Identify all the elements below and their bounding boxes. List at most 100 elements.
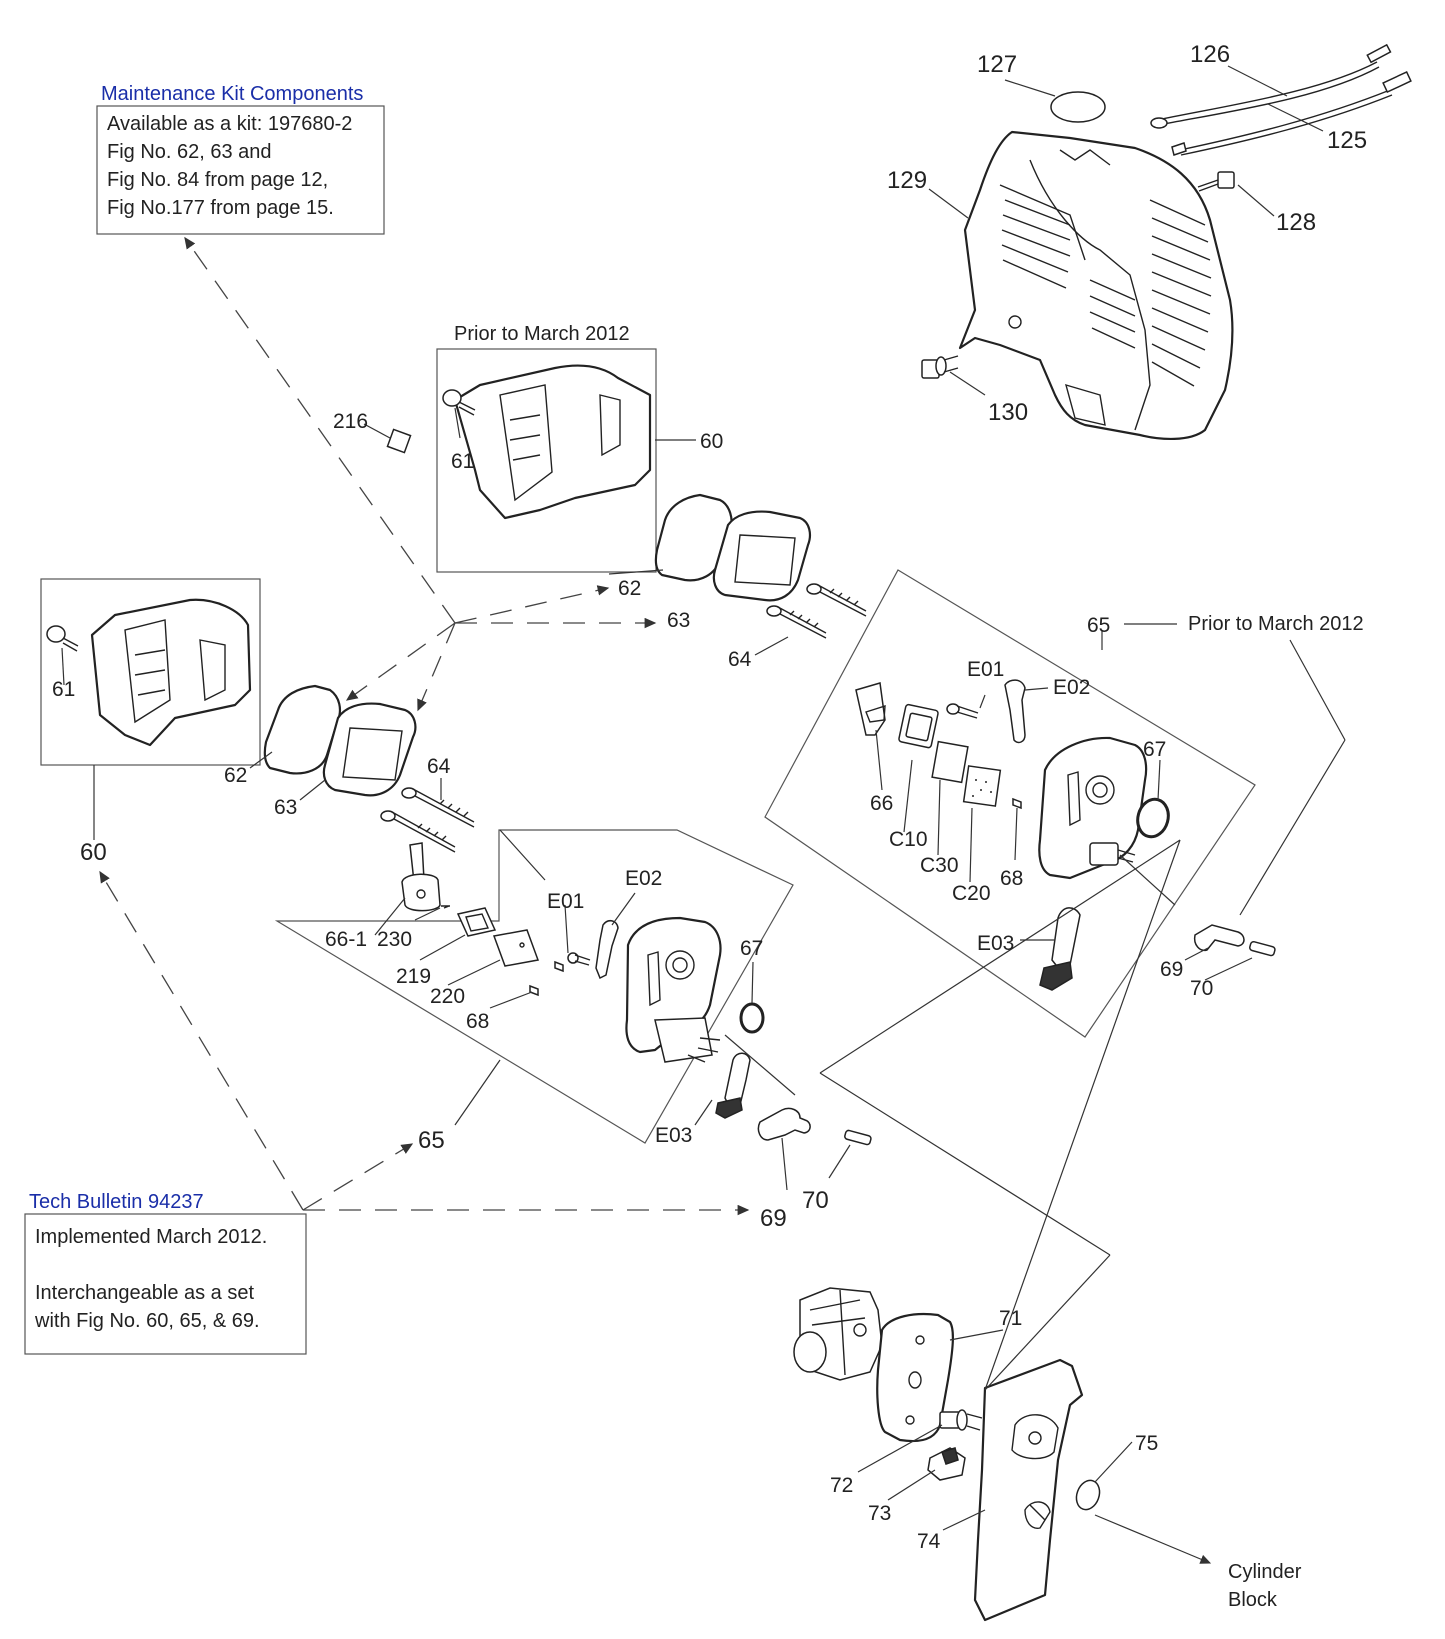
label-67-right: 67	[1143, 738, 1166, 761]
tech-bulletin-line-1: Implemented March 2012.	[35, 1226, 267, 1248]
label-68-right: 68	[1000, 867, 1023, 890]
element-c30	[931, 740, 969, 784]
filter-elements-upper	[654, 493, 867, 639]
bolts-64-lower	[380, 787, 475, 853]
cover-screw-130	[921, 355, 959, 379]
label-220: 220	[430, 985, 465, 1008]
label-e02-right: E02	[1053, 676, 1090, 699]
maintenance-kit-line-1: Available as a kit: 197680-2	[107, 113, 352, 135]
label-65-lower: 65	[418, 1127, 445, 1154]
bolts-64-upper	[766, 583, 867, 639]
air-cleaner-box-new	[40, 578, 261, 766]
element-219	[456, 907, 497, 937]
label-62-upper: 62	[618, 577, 641, 600]
bolt-72	[939, 1409, 983, 1431]
lever-e02-right	[1004, 679, 1026, 744]
screw-e01-right	[946, 703, 979, 719]
cylinder-block-line-2: Block	[1228, 1589, 1278, 1611]
tech-bulletin-line-3: Interchangeable as a set	[35, 1282, 254, 1304]
label-216: 216	[333, 410, 368, 433]
label-74: 74	[917, 1530, 941, 1553]
filter-63-upper	[712, 510, 811, 602]
label-71: 71	[999, 1307, 1022, 1330]
label-219: 219	[396, 965, 431, 988]
label-72: 72	[830, 1474, 853, 1497]
gasket-216	[386, 428, 412, 454]
label-61-top: 61	[451, 450, 474, 473]
clip-73	[927, 1447, 966, 1481]
label-66-1: 66-1	[325, 928, 367, 951]
tech-bulletin-line-4: with Fig No. 60, 65, & 69.	[34, 1310, 260, 1332]
label-69-lower: 69	[760, 1205, 787, 1232]
prior-caption-top: Prior to March 2012	[454, 323, 630, 345]
label-70-lower: 70	[802, 1187, 829, 1214]
element-220	[492, 929, 540, 967]
pipe-69-lower	[757, 1107, 811, 1141]
plate-c20	[962, 765, 1002, 807]
screw-e01-lower	[567, 952, 591, 966]
air-cleaner-box-old: Prior to March 2012	[436, 323, 657, 573]
label-c10: C10	[889, 828, 928, 851]
screw-68-lower	[529, 984, 539, 997]
engine-cover	[958, 130, 1234, 441]
label-130: 130	[988, 399, 1028, 426]
label-e03-lower: E03	[655, 1124, 692, 1147]
label-75: 75	[1135, 1432, 1158, 1455]
tech-bulletin-note: Tech Bulletin 94237 Implemented March 20…	[24, 1191, 307, 1355]
label-64-lower: 64	[427, 755, 451, 778]
cover-screw-128	[1197, 171, 1235, 192]
maintenance-kit-line-2: Fig No. 62, 63 and	[107, 141, 272, 163]
filter-elements-lower	[263, 684, 475, 853]
label-125: 125	[1327, 127, 1367, 154]
label-e03-right: E03	[977, 932, 1014, 955]
label-61-left: 61	[52, 678, 75, 701]
o-ring-67-lower	[739, 1002, 765, 1034]
label-64-upper: 64	[728, 648, 752, 671]
label-63-upper: 63	[667, 609, 690, 632]
maintenance-kit-title: Maintenance Kit Components	[101, 83, 363, 105]
label-69-right: 69	[1160, 958, 1183, 981]
label-63-lower: 63	[274, 796, 297, 819]
label-73: 73	[868, 1502, 891, 1525]
filter-63-lower	[322, 702, 417, 797]
label-128: 128	[1276, 209, 1316, 236]
lever-e03-lower	[715, 1052, 751, 1119]
maintenance-kit-line-3: Fig No. 84 from page 12,	[107, 169, 328, 191]
label-e02-lower: E02	[625, 867, 662, 890]
engine-cover-group	[921, 43, 1412, 441]
label-70-right: 70	[1190, 977, 1213, 1000]
maintenance-kit-note: Maintenance Kit Components Available as …	[96, 83, 385, 235]
part-leaders	[61, 65, 1346, 1564]
new-adapter-frame	[274, 829, 794, 1144]
adapter-assembly-old: Prior to March 2012	[764, 569, 1364, 1038]
cover-vents	[1001, 199, 1212, 426]
label-disc	[1050, 91, 1106, 123]
adapter-65-old	[1038, 736, 1148, 880]
label-230: 230	[377, 928, 412, 951]
label-66: 66	[870, 792, 893, 815]
maintenance-kit-box	[96, 105, 385, 235]
label-e01-lower: E01	[547, 890, 584, 913]
label-62-lower: 62	[224, 764, 247, 787]
case-bolt-61-left	[46, 625, 79, 652]
heat-plate-74	[973, 1358, 1084, 1622]
label-e01-right: E01	[967, 658, 1004, 681]
gasket-75	[1075, 1479, 1101, 1511]
lever-e02-lower	[595, 920, 619, 980]
dashed-leaders	[99, 236, 750, 1216]
tech-bulletin-box	[24, 1213, 307, 1355]
label-c30: C30	[920, 854, 959, 877]
label-126: 126	[1190, 41, 1230, 68]
case-bolt-61-top	[442, 389, 476, 416]
label-68-lower: 68	[466, 1010, 489, 1033]
prior-caption-right: Prior to March 2012	[1188, 613, 1364, 635]
part-number-labels: 127 126 125 129 128 130 216 61 60 62 63 …	[52, 41, 1367, 1611]
label-c20: C20	[952, 882, 991, 905]
screw-68-right	[1012, 797, 1022, 810]
label-60-left: 60	[80, 839, 107, 866]
pipe-70-lower	[844, 1129, 872, 1146]
bracket-66-1	[401, 842, 441, 912]
label-67-lower: 67	[740, 937, 763, 960]
label-127: 127	[977, 51, 1017, 78]
